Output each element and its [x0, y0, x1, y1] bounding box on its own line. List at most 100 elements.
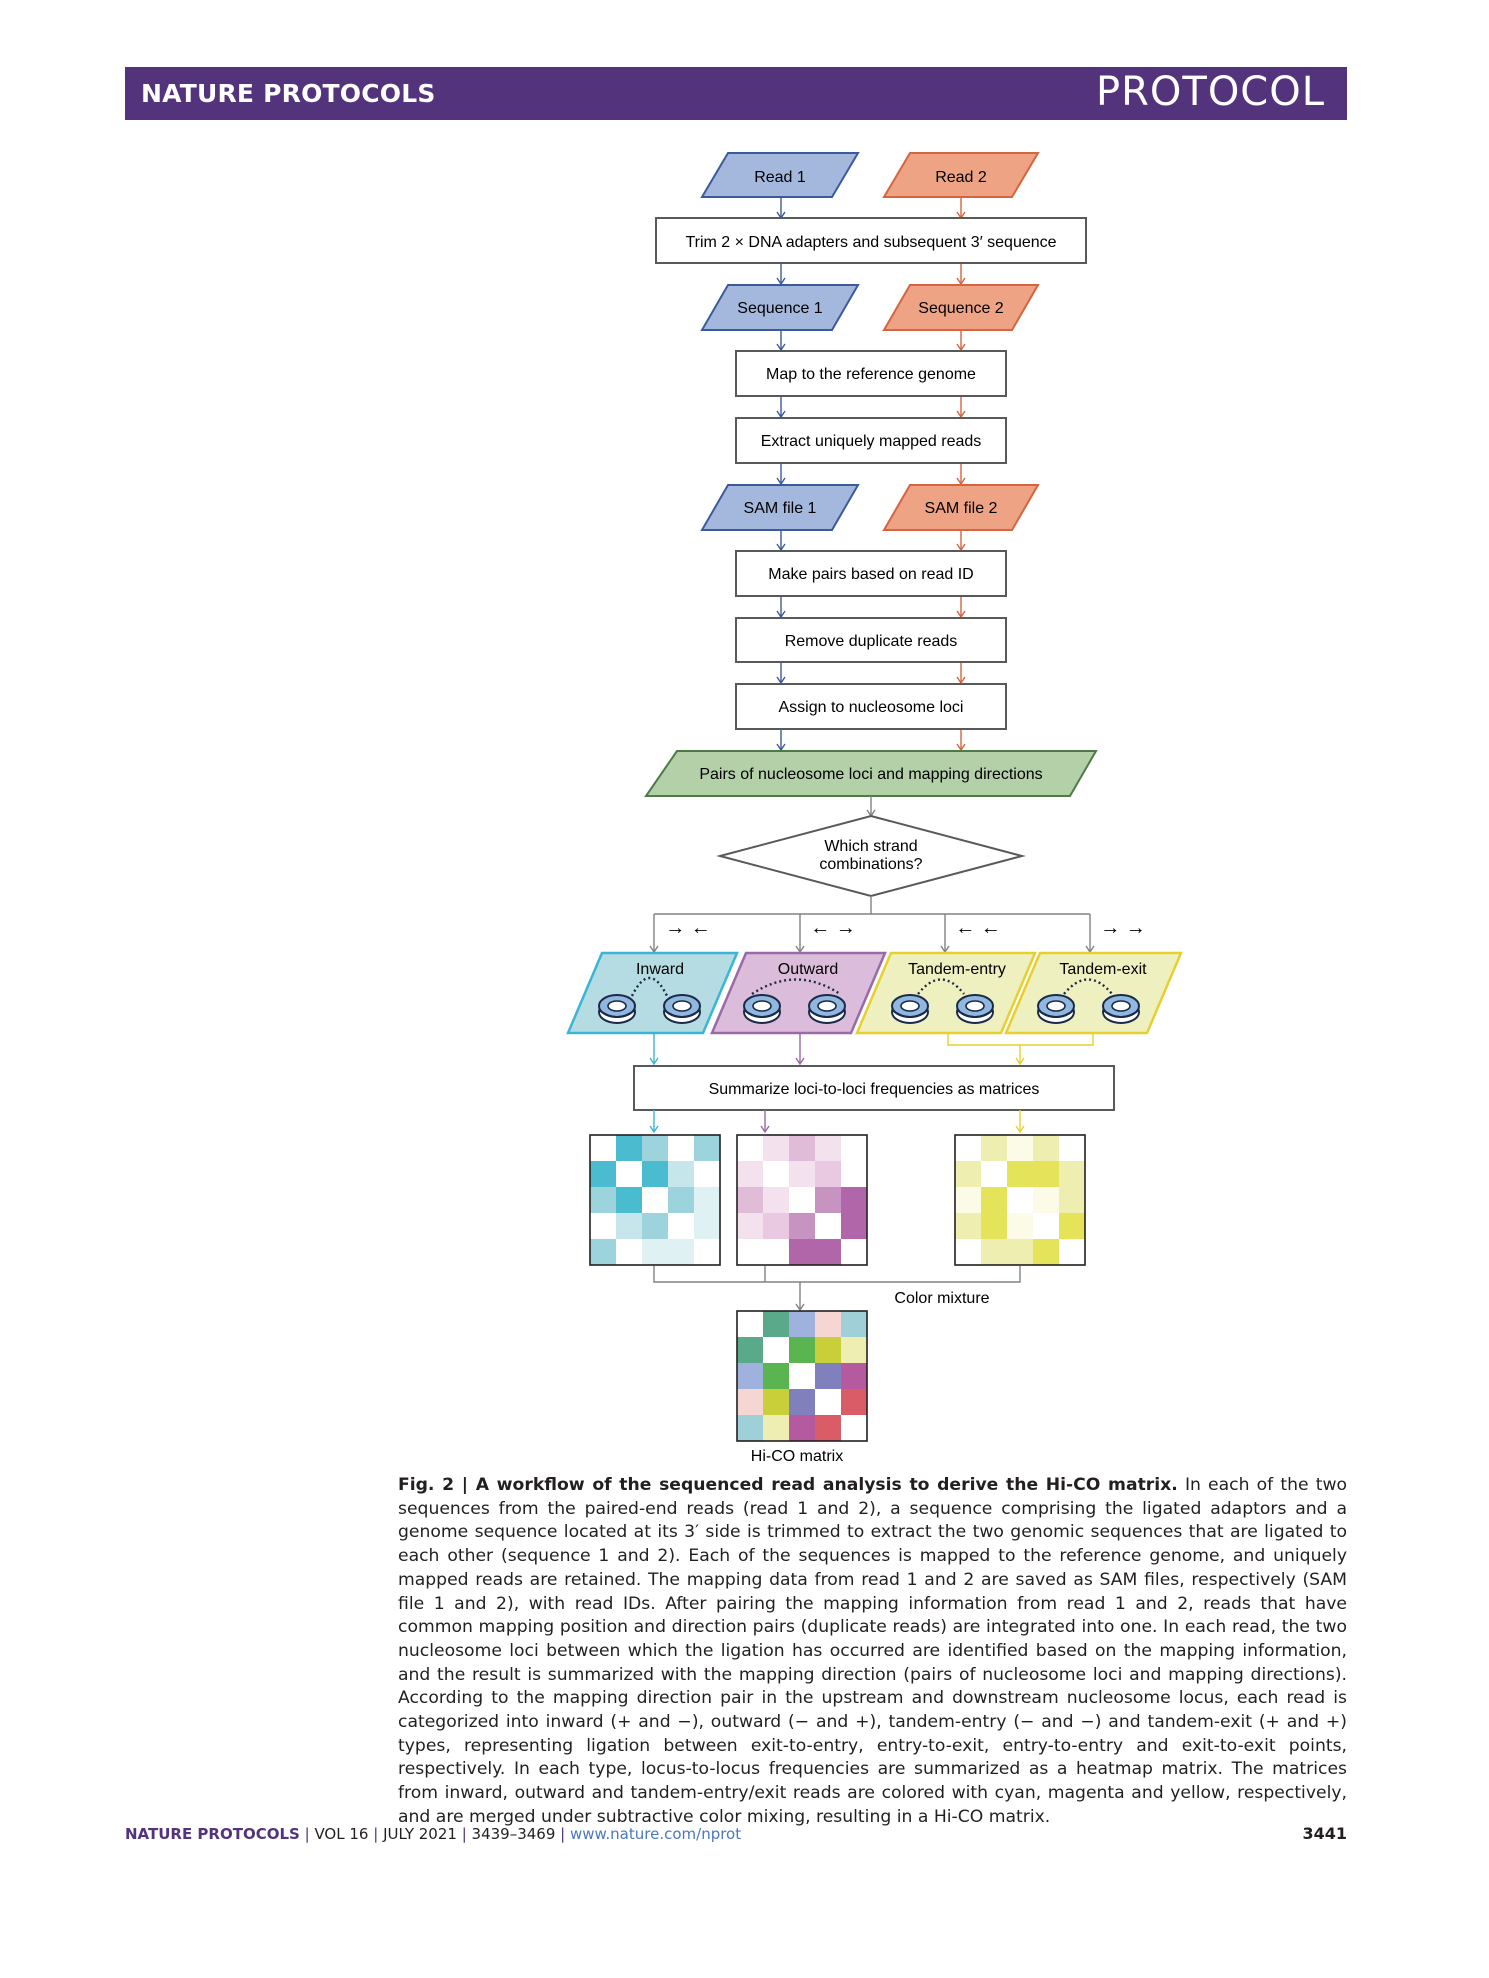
- heatmap-cell: [763, 1415, 789, 1441]
- heatmap-border: [954, 1134, 1086, 1266]
- heatmap-cell: [955, 1239, 981, 1265]
- heatmap-cell: [981, 1187, 1007, 1213]
- linker-dna: [751, 978, 841, 996]
- heatmap-cell: [1007, 1135, 1033, 1161]
- heatmap-cell: [737, 1239, 763, 1265]
- heatmap-cell: [789, 1187, 815, 1213]
- heatmap-cell: [841, 1363, 867, 1389]
- heatmap-cell: [1033, 1161, 1059, 1187]
- color-mixture-connector: [653, 1266, 1021, 1312]
- heatmap-cell: [616, 1161, 642, 1187]
- linker-dna: [1063, 978, 1113, 995]
- heatmap-cell: [694, 1135, 720, 1161]
- heatmap-cell: [789, 1213, 815, 1239]
- summarize-box: [633, 1065, 1115, 1111]
- heatmap-cell: [590, 1239, 616, 1265]
- heatmap-cell: [642, 1187, 668, 1213]
- heatmap-cell: [668, 1187, 694, 1213]
- heatmap-cell: [815, 1135, 841, 1161]
- nucleosome-icons: [598, 977, 1140, 1024]
- heatmap-cell: [642, 1161, 668, 1187]
- heatmap-cell: [694, 1239, 720, 1265]
- heatmap-cell: [815, 1363, 841, 1389]
- footer-url[interactable]: www.nature.com/nprot: [569, 1825, 742, 1843]
- heatmap-cell: [815, 1415, 841, 1441]
- heatmap-cell: [616, 1187, 642, 1213]
- heatmap-cell: [763, 1187, 789, 1213]
- heatmap-cell: [789, 1161, 815, 1187]
- heatmap-cell: [763, 1213, 789, 1239]
- heatmap-cell: [1059, 1187, 1085, 1213]
- heatmap-cell: [763, 1239, 789, 1265]
- pairs-box: [735, 550, 1007, 597]
- workflow-diagram: Read 1 Read 2 Trim 2 × DNA adapters: [566, 152, 1183, 1465]
- pairs-loci-label: Pairs of nucleosome loci and mapping dir…: [699, 766, 1042, 783]
- sam2-shape: [882, 484, 1040, 531]
- heatmap-cell: [1033, 1213, 1059, 1239]
- heatmap-cell: [590, 1161, 616, 1187]
- heatmap-cell: [841, 1135, 867, 1161]
- heatmap-cell: [668, 1239, 694, 1265]
- heatmap-cell: [789, 1239, 815, 1265]
- heatmap-cell: [737, 1135, 763, 1161]
- heatmap-inward: [589, 1134, 721, 1266]
- article-type: PROTOCOL: [1095, 69, 1325, 115]
- heatmap-cell: [737, 1311, 763, 1337]
- arrow-loci-decision: [866, 796, 876, 818]
- heatmap-cell: [1033, 1187, 1059, 1213]
- extract-box: [735, 417, 1007, 464]
- tandem-exit-label: Tandem-exit: [1059, 961, 1147, 978]
- sam1-shape: [700, 484, 860, 531]
- heatmap-tandem: [954, 1134, 1086, 1266]
- heatmap-cell: [616, 1135, 642, 1161]
- heatmap-cell: [737, 1363, 763, 1389]
- heatmap-border: [736, 1134, 868, 1266]
- inward-label: Inward: [636, 961, 684, 978]
- heatmap-cell: [763, 1135, 789, 1161]
- heatmap-outward: [736, 1134, 868, 1266]
- heatmap-cell: [590, 1135, 616, 1161]
- footer-citation: NATURE PROTOCOLS | VOL 16 | JULY 2021 | …: [125, 1825, 742, 1843]
- heatmap-cell: [841, 1213, 867, 1239]
- trim-box: [655, 217, 1087, 264]
- dir-outward: ← →: [810, 917, 856, 939]
- heatmap-cell: [815, 1389, 841, 1415]
- heatmap-cell: [841, 1187, 867, 1213]
- linker-dna: [917, 978, 965, 995]
- read2-shape: [882, 152, 1040, 198]
- heatmap-cell: [789, 1415, 815, 1441]
- sam1-label: SAM file 1: [744, 500, 817, 517]
- outward-label: Outward: [778, 961, 838, 978]
- heatmap-cell: [1033, 1135, 1059, 1161]
- page-number: 3441: [1302, 1824, 1347, 1843]
- heatmap-cell: [763, 1363, 789, 1389]
- nucleosome-icon: [743, 994, 781, 1024]
- heatmap-cell: [737, 1415, 763, 1441]
- heatmap-cell: [841, 1161, 867, 1187]
- heatmap-cell: [815, 1161, 841, 1187]
- heatmap-cell: [737, 1187, 763, 1213]
- header-bar: NATURE PROTOCOLS PROTOCOL: [125, 67, 1347, 120]
- heatmap-cell: [642, 1135, 668, 1161]
- heatmap-cell: [981, 1239, 1007, 1265]
- seq2-shape: [882, 284, 1040, 331]
- read1-shape: [700, 152, 860, 198]
- heatmap-cell: [737, 1161, 763, 1187]
- heatmap-cell: [789, 1311, 815, 1337]
- heatmap-cell: [789, 1389, 815, 1415]
- heatmap-cell: [616, 1239, 642, 1265]
- trim-label: Trim 2 × DNA adapters and subsequent 3′ …: [685, 234, 1056, 251]
- heatmap-cell: [841, 1311, 867, 1337]
- heatmap-cell: [737, 1337, 763, 1363]
- heatmap-cell: [590, 1213, 616, 1239]
- footer-volume: VOL 16: [314, 1825, 369, 1843]
- extract-label: Extract uniquely mapped reads: [761, 433, 982, 450]
- heatmap-cell: [841, 1389, 867, 1415]
- heatmap-cell: [616, 1213, 642, 1239]
- footer-date: JULY 2021: [383, 1825, 457, 1843]
- nucleosome-icon: [891, 994, 929, 1024]
- heatmap-cell: [1007, 1161, 1033, 1187]
- dir-tandem-entry: ← ←: [955, 917, 1001, 939]
- nucleosome-icon: [1037, 994, 1075, 1024]
- heatmap-cell: [737, 1389, 763, 1415]
